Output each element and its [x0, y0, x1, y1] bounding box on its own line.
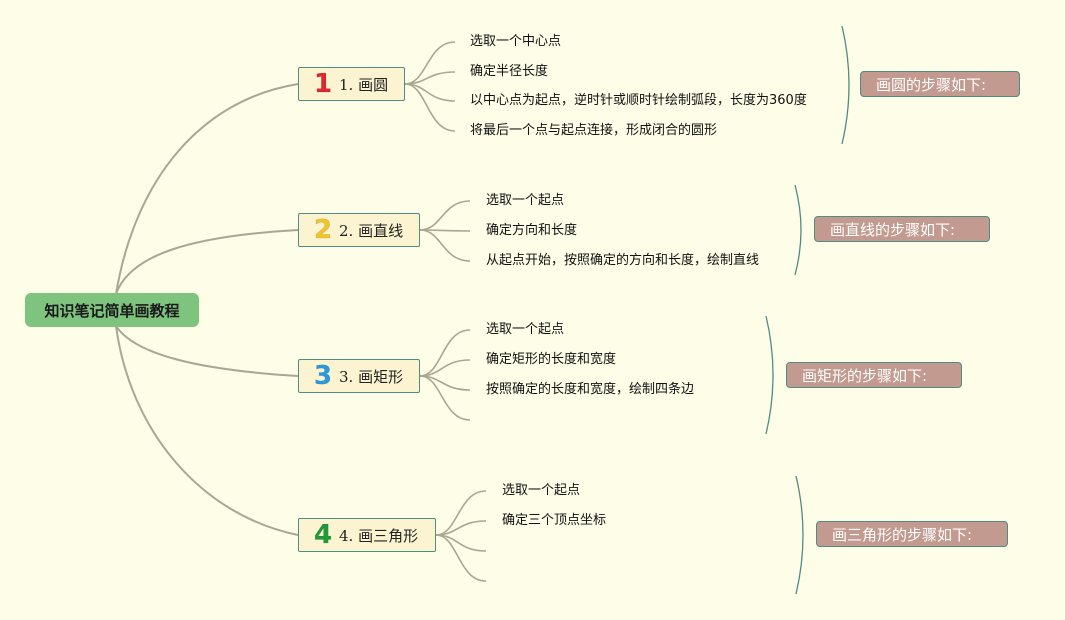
step-item[interactable]: 选取一个起点 — [486, 322, 565, 337]
root-connector — [115, 325, 299, 377]
step-item[interactable]: 选取一个起点 — [502, 483, 581, 498]
summary-bracket — [765, 315, 774, 435]
step-item[interactable]: 确定方向和长度 — [486, 223, 578, 238]
summary-label[interactable]: 画矩形的步骤如下: — [786, 362, 962, 388]
step-item[interactable]: 选取一个中心点 — [470, 34, 562, 49]
number-three-icon: 3 — [313, 361, 333, 391]
leaf-connector — [419, 200, 471, 231]
branch-topic-label: 3. 画矩形 — [339, 367, 404, 386]
step-item[interactable]: 确定三个顶点坐标 — [502, 513, 607, 528]
summary-label[interactable]: 画圆的步骤如下: — [860, 71, 1020, 97]
root-connector — [115, 83, 299, 295]
step-item[interactable]: 将最后一个点与起点连接，形成闭合的圆形 — [470, 123, 718, 138]
number-two-icon: 2 — [313, 215, 333, 245]
leaf-connector — [419, 375, 471, 421]
leaf-connector — [419, 329, 471, 377]
step-item[interactable]: 选取一个起点 — [486, 193, 565, 208]
summary-bracket — [794, 184, 802, 276]
branch-topic-label: 4. 画三角形 — [339, 526, 419, 545]
summary-label[interactable]: 画直线的步骤如下: — [814, 216, 990, 242]
root-topic[interactable]: 知识笔记简单画教程 — [25, 293, 199, 327]
branch-topic-triangle[interactable]: 4 4. 画三角形 — [298, 518, 436, 552]
branch-topic-label: 1. 画圆 — [339, 75, 389, 94]
root-topic-label: 知识笔记简单画教程 — [44, 301, 180, 320]
root-connector — [115, 325, 299, 536]
branch-topic-line[interactable]: 2 2. 画直线 — [298, 213, 420, 247]
summary-label[interactable]: 画三角形的步骤如下: — [816, 521, 1008, 547]
summary-bracket — [795, 475, 804, 595]
leaf-connector — [419, 229, 471, 262]
step-item[interactable]: 按照确定的长度和宽度，绘制四条边 — [486, 382, 695, 397]
leaf-connector — [404, 41, 456, 85]
branch-topic-rectangle[interactable]: 3 3. 画矩形 — [298, 359, 420, 393]
step-item[interactable]: 确定半径长度 — [470, 64, 549, 79]
summary-bracket — [841, 25, 850, 145]
number-one-icon: 1 — [313, 69, 333, 99]
leaf-connector — [404, 83, 456, 132]
step-item[interactable]: 以中心点为起点，逆时针或顺时针绘制弧段，长度为360度 — [470, 93, 807, 108]
branch-topic-circle[interactable]: 1 1. 画圆 — [298, 67, 405, 101]
number-four-icon: 4 — [313, 520, 333, 550]
branch-topic-label: 2. 画直线 — [339, 221, 404, 240]
leaf-connector — [435, 534, 487, 582]
root-connector — [115, 229, 299, 295]
step-item[interactable]: 确定矩形的长度和宽度 — [486, 352, 617, 367]
step-item[interactable]: 从起点开始，按照确定的方向和长度，绘制直线 — [486, 253, 760, 268]
leaf-connector — [435, 490, 487, 536]
